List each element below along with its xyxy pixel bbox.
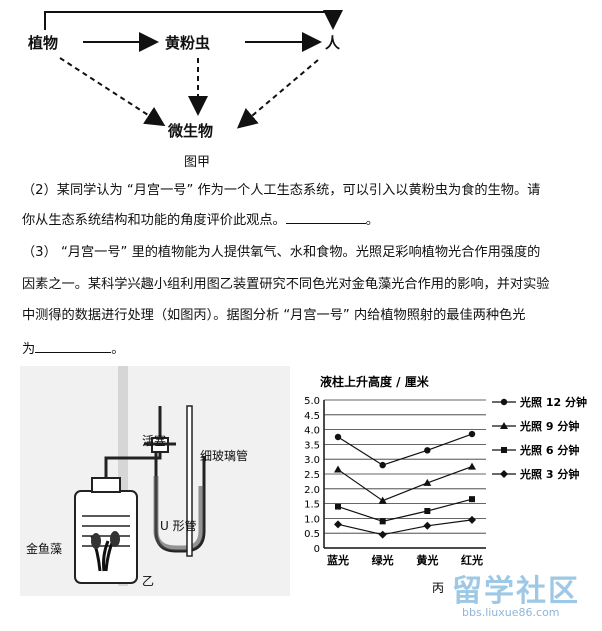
legend-marker — [501, 447, 507, 453]
chart-title: 液柱上升高度 / 厘米 — [320, 374, 430, 389]
data-point — [334, 465, 342, 473]
y-tick-label: 4.0 — [304, 426, 320, 437]
data-point — [379, 461, 386, 469]
data-point — [379, 518, 386, 525]
q3-line2: 因素之一。某科学兴趣小组利用图乙装置研究不同色光对金龟藻光合作用的影响，并对实验 — [22, 277, 550, 292]
q2-end: 。 — [365, 213, 379, 228]
data-point — [424, 508, 431, 514]
y-tick-label: 1.0 — [304, 514, 320, 525]
data-point — [468, 430, 476, 438]
q2-answer-blank — [285, 209, 366, 224]
arrow-plant-to-microbe — [59, 57, 166, 127]
y-tick-label: 3.0 — [304, 455, 320, 466]
legend-label: 光照 12 分钟 — [519, 395, 587, 409]
q3-line1: （3） “月宫一号” 里的植物能为人提供氧气、水和食物。光照足彩响植物光合作用强… — [22, 245, 541, 260]
node-microbe: 微生物 — [168, 122, 214, 140]
y-tick-label: 5.0 — [304, 396, 320, 407]
watermark-url: bbs.liuxue86.com — [462, 606, 560, 619]
y-tick-label: 2.0 — [304, 485, 320, 496]
arrow-human-to-microbe — [236, 59, 319, 129]
legend-label: 光照 3 分钟 — [519, 467, 579, 481]
data-point — [423, 521, 432, 530]
data-point — [469, 496, 475, 503]
arrow-plant-to-human — [44, 10, 343, 30]
x-tick-label: 蓝光 — [327, 553, 349, 567]
legend-label: 光照 6 分钟 — [519, 443, 579, 457]
apparatus-drawing — [20, 366, 290, 596]
figure-b-caption: 乙 — [142, 574, 155, 588]
label-alga: 金鱼藻 — [26, 542, 63, 556]
q2-line2-wrap: 你从生态系统结构和功能的角度评价此观点。 。 — [22, 209, 379, 231]
node-mealworm: 黄粉虫 — [165, 34, 211, 52]
x-tick-label: 红光 — [461, 553, 483, 567]
watermark-logo: 留学社区 — [452, 574, 580, 609]
figure-a-caption: 图甲 — [184, 155, 211, 170]
data-point — [468, 462, 476, 470]
q3-line4: 为 — [22, 342, 36, 357]
data-point — [334, 520, 342, 529]
data-point — [334, 433, 342, 441]
y-tick-label: 2.5 — [304, 470, 320, 481]
food-web-arrows — [44, 10, 343, 129]
legend-marker — [500, 470, 508, 478]
data-point — [378, 496, 387, 504]
data-point — [335, 503, 341, 510]
data-point — [378, 530, 387, 539]
x-tick-label: 黄光 — [416, 553, 438, 567]
q3-line3: 中测得的数据进行处理（如图丙）。据图分析 “月宫一号” 内给植物照射的最佳两种色… — [22, 308, 526, 323]
chart-caption: 丙 — [432, 581, 444, 595]
x-tick-label: 绿光 — [372, 553, 394, 567]
y-tick-label: 4.5 — [304, 411, 320, 422]
label-u-tube: U 形管 — [160, 519, 197, 533]
q3-line4-wrap: 为。 — [22, 338, 124, 360]
series-line — [337, 519, 473, 536]
label-glass-tube: 细玻璃管 — [200, 449, 249, 463]
legend-marker — [500, 422, 508, 429]
line-chart: 液柱上升高度 / 厘米 丙 0 0.5 1.0 1.5 2.0 2.5 3.0 3.5 4.0 4… — [304, 374, 587, 595]
label-stopcock: 活塞 — [142, 434, 167, 448]
series-line — [337, 433, 473, 466]
legend-marker — [500, 398, 508, 406]
q2-line2: 你从生态系统结构和功能的角度评价此观点。 — [22, 213, 286, 228]
node-plant: 植物 — [28, 34, 59, 52]
y-tick-label: 3.5 — [304, 440, 320, 451]
legend-label: 光照 9 分钟 — [519, 419, 579, 433]
q3-answer-blank — [35, 338, 112, 353]
y-tick-label: 0.5 — [304, 529, 320, 540]
data-point — [423, 478, 432, 486]
series-line — [337, 466, 473, 502]
y-tick-label: 1.5 — [304, 500, 320, 511]
data-point — [468, 515, 476, 524]
data-point — [424, 447, 431, 454]
series-line — [337, 498, 473, 522]
q3-end: 。 — [111, 342, 125, 357]
node-human: 人 — [325, 34, 341, 52]
q2-line1: （2）某同学认为 “月宫一号” 作为一个人工生态系统，可以引入以黄粉虫为食的生物… — [22, 183, 541, 198]
y-tick-label: 0 — [314, 544, 320, 555]
